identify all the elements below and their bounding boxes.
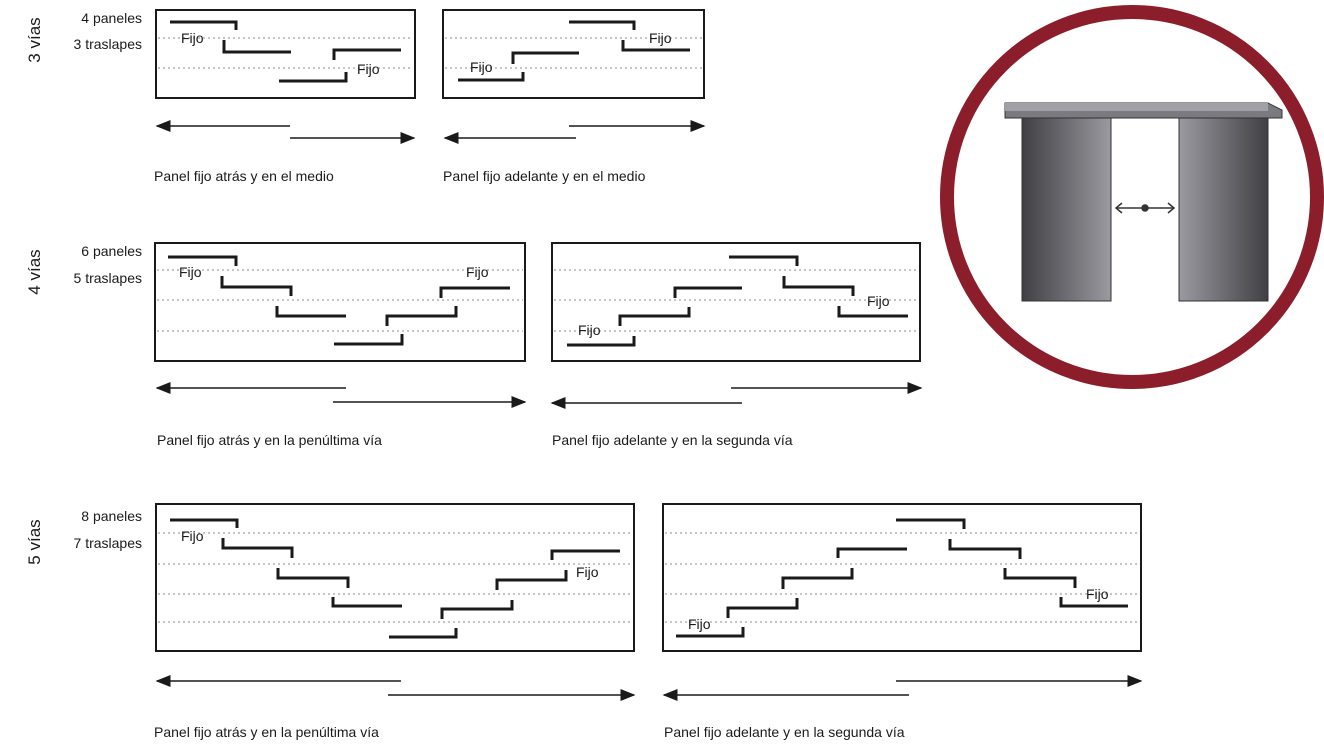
row-4-traslapes-label: 5 traslapes: [73, 270, 142, 286]
row-3-paneles-label: 4 paneles: [81, 10, 142, 26]
fijo-label: Fijo: [466, 264, 489, 280]
fijo-label: Fijo: [688, 616, 711, 632]
diagram-4-atras: [154, 242, 527, 408]
row-5-paneles-label: 8 paneles: [81, 508, 142, 524]
fijo-label: Fijo: [179, 264, 202, 280]
caption-4-adelante: Panel fijo adelante y en la segunda vía: [552, 432, 793, 448]
door-illustration: [940, 5, 1324, 389]
fijo-label: Fijo: [181, 528, 204, 544]
fijo-label: Fijo: [576, 564, 599, 580]
diagram-4-adelante: [550, 242, 923, 409]
caption-3-adelante: Panel fijo adelante y en el medio: [443, 168, 646, 184]
fijo-label: Fijo: [1086, 586, 1109, 602]
fijo-label: Fijo: [578, 322, 601, 338]
row-3-traslapes-label: 3 traslapes: [73, 36, 142, 52]
caption-5-adelante: Panel fijo adelante y en la segunda vía: [664, 724, 905, 740]
caption-4-atras: Panel fijo atrás y en la penúltima vía: [157, 432, 382, 448]
fijo-label: Fijo: [867, 293, 890, 309]
fijo-label: Fijo: [470, 59, 493, 75]
fijo-label: Fijo: [181, 30, 204, 46]
fijo-label: Fijo: [357, 61, 380, 77]
diagram-3-atras: [155, 9, 416, 144]
caption-3-atras: Panel fijo atrás y en el medio: [154, 168, 334, 184]
diagram-3-adelante: [442, 9, 706, 144]
diagram-5-atras: [155, 503, 636, 701]
row-5-traslapes-label: 7 traslapes: [73, 535, 142, 551]
fijo-label: Fijo: [649, 30, 672, 46]
double-arrow-icon: [1114, 202, 1176, 214]
caption-5-atras: Panel fijo atrás y en la penúltima vía: [154, 724, 379, 740]
diagram-5-adelante: [662, 503, 1143, 701]
row-4-paneles-label: 6 paneles: [81, 243, 142, 259]
